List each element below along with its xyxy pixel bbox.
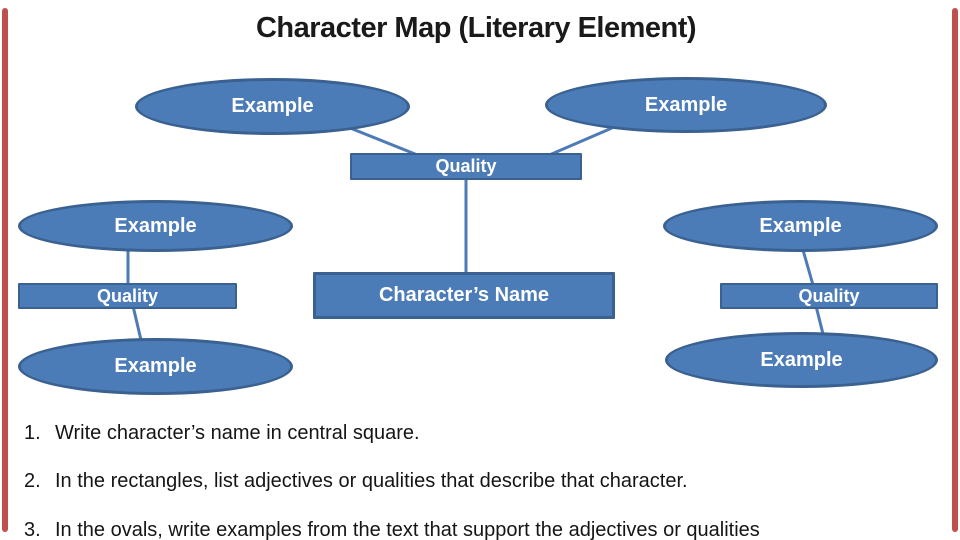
example-oval-bottom-right-label: Example [760,348,843,371]
right-accent-bar [952,8,958,532]
example-oval-top-left: Example [135,78,410,135]
instruction-step-3-number: 3. [24,519,41,540]
instruction-step-1-text: Write character’s name in central square… [55,422,420,444]
example-oval-bottom-right: Example [665,332,938,388]
character-name-label: Character’s Name [378,284,550,306]
example-oval-bottom-left: Example [18,338,293,395]
quality-rect-top-label: Quality [435,156,497,176]
example-oval-top-left-label: Example [231,95,314,117]
page-title: Character Map (Literary Element) [255,12,697,44]
example-oval-bottom-left-label: Example [114,355,197,377]
example-oval-mid-right-label: Example [759,214,842,237]
quality-rect-left-label: Quality [96,285,158,306]
instruction-step-3-text: In the ovals, write examples from the te… [55,519,760,540]
quality-rect-left: Quality [18,283,237,309]
instruction-step-1: 1. Write character’s name in central squ… [24,420,420,446]
character-name-box: Character’s Name [313,272,615,319]
example-oval-mid-right: Example [663,200,938,252]
example-oval-top-right-label: Example [644,93,728,116]
instruction-step-1-number: 1. [24,422,41,444]
quality-rect-right: Quality [720,283,938,309]
instruction-step-2-number: 2. [24,470,41,492]
instruction-step-3: 3. In the ovals, write examples from the… [24,517,760,540]
instruction-step-2-text: In the rectangles, list adjectives or qu… [55,470,688,492]
example-oval-mid-left: Example [18,200,293,252]
instruction-step-2: 2. In the rectangles, list adjectives or… [24,468,688,494]
example-oval-mid-left-label: Example [114,214,197,237]
quality-rect-top: Quality [350,153,582,180]
quality-rect-right-label: Quality [798,285,860,306]
left-accent-bar [2,8,8,532]
example-oval-top-right: Example [545,77,827,133]
